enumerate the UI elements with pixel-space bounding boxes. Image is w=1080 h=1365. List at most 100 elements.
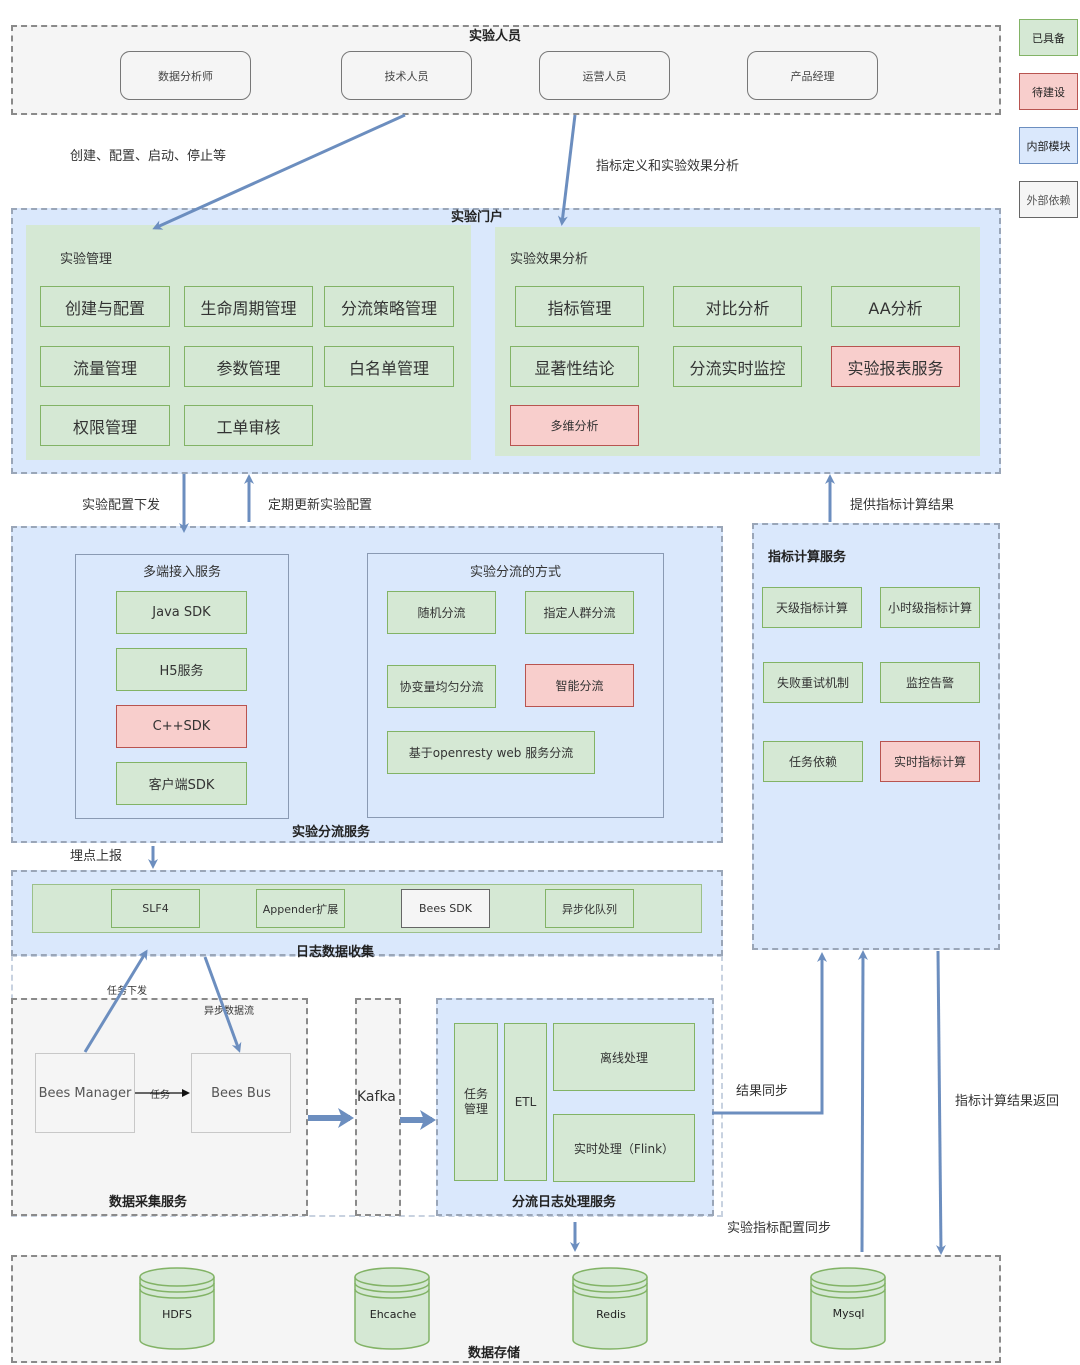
role-operations[interactable]: 运营人员 bbox=[539, 51, 670, 100]
item-label: H5服务 bbox=[159, 664, 204, 679]
item-label: 天级指标计算 bbox=[775, 601, 848, 615]
log-collection-title: 日志数据收集 bbox=[296, 945, 375, 960]
proc-offline[interactable]: 离线处理 bbox=[553, 1023, 695, 1091]
item-label: 指标管理 bbox=[547, 298, 612, 318]
analysis-metric-mgmt[interactable]: 指标管理 bbox=[515, 286, 644, 327]
method-targeted[interactable]: 指定人群分流 bbox=[525, 591, 634, 634]
mgmt-params[interactable]: 参数管理 bbox=[184, 346, 313, 387]
data-collection-title: 数据采集服务 bbox=[109, 1195, 188, 1210]
metric-daily[interactable]: 天级指标计算 bbox=[762, 587, 862, 628]
access-h5[interactable]: H5服务 bbox=[116, 648, 247, 691]
analysis-report-service[interactable]: 实验报表服务 bbox=[831, 346, 960, 387]
role-label: 技术人员 bbox=[384, 69, 429, 83]
method-covariate[interactable]: 协变量均匀分流 bbox=[387, 665, 496, 708]
item-label: 异步化队列 bbox=[562, 902, 617, 916]
analysis-realtime-monitor[interactable]: 分流实时监控 bbox=[673, 346, 802, 387]
method-smart[interactable]: 智能分流 bbox=[525, 664, 634, 707]
item-label: ETL bbox=[514, 1095, 537, 1109]
edge-label-result-sync: 结果同步 bbox=[736, 1084, 789, 1099]
item-label: Appender扩展 bbox=[262, 902, 339, 916]
role-engineer[interactable]: 技术人员 bbox=[341, 51, 472, 100]
role-label: 数据分析师 bbox=[158, 69, 213, 83]
edge-label-metric-result-return: 指标计算结果返回 bbox=[955, 1094, 1060, 1109]
access-title: 多端接入服务 bbox=[142, 565, 221, 580]
metric-realtime[interactable]: 实时指标计算 bbox=[880, 741, 980, 782]
analysis-multidim[interactable]: 多维分析 bbox=[510, 405, 639, 446]
role-label: 运营人员 bbox=[582, 69, 627, 83]
mgmt-traffic[interactable]: 流量管理 bbox=[40, 346, 170, 387]
storage-redis-label: Redis bbox=[596, 1308, 626, 1321]
item-label: 生命周期管理 bbox=[200, 298, 297, 318]
analysis-significance[interactable]: 显著性结论 bbox=[510, 346, 639, 387]
item-label: 离线处理 bbox=[599, 1050, 648, 1065]
item-label: 客户端SDK bbox=[148, 778, 215, 793]
legend-ready: 已具备 bbox=[1019, 19, 1078, 56]
item-label: Bees Manager bbox=[38, 1085, 132, 1101]
method-openresty[interactable]: 基于openresty web 服务分流 bbox=[387, 731, 595, 774]
item-label: 任务依赖 bbox=[788, 755, 837, 769]
mgmt-lifecycle[interactable]: 生命周期管理 bbox=[184, 286, 313, 327]
personnel-group: 实验人员 数据分析师 技术人员 运营人员 产品经理 bbox=[11, 25, 1001, 115]
item-label: 工单审核 bbox=[216, 417, 281, 437]
edge-label-metric-result: 提供指标计算结果 bbox=[850, 498, 955, 513]
metric-hourly[interactable]: 小时级指标计算 bbox=[880, 587, 980, 628]
item-label: 协变量均匀分流 bbox=[399, 680, 484, 694]
metric-alerting[interactable]: 监控告警 bbox=[880, 662, 980, 703]
item-label: 多维分析 bbox=[550, 419, 599, 433]
access-java-sdk[interactable]: Java SDK bbox=[116, 591, 247, 634]
methods-title: 实验分流的方式 bbox=[469, 565, 561, 580]
role-data-analyst[interactable]: 数据分析师 bbox=[120, 51, 251, 100]
log-bees-sdk[interactable]: Bees SDK bbox=[401, 889, 490, 928]
item-label: 参数管理 bbox=[216, 358, 281, 378]
item-label: 实时处理（Flink） bbox=[573, 1141, 675, 1156]
storage-ehcache-label: Ehcache bbox=[369, 1308, 417, 1321]
item-label: 对比分析 bbox=[705, 298, 770, 318]
mgmt-create-config[interactable]: 创建与配置 bbox=[40, 286, 170, 327]
item-label: 失败重试机制 bbox=[776, 676, 849, 690]
edge-label-task-dispatch: 任务下发 bbox=[107, 986, 147, 997]
metric-retry[interactable]: 失败重试机制 bbox=[763, 662, 863, 703]
method-random[interactable]: 随机分流 bbox=[387, 591, 496, 634]
item-label: SLF4 bbox=[142, 902, 169, 915]
legend-external-label: 外部依赖 bbox=[1026, 193, 1071, 207]
storage-hdfs-label: HDFS bbox=[162, 1308, 192, 1321]
access-client-sdk[interactable]: 客户端SDK bbox=[116, 762, 247, 805]
methods-panel: 实验分流的方式 bbox=[367, 553, 664, 818]
bees-bus[interactable]: Bees Bus bbox=[191, 1053, 291, 1133]
edge-label-create-config: 创建、配置、启动、停止等 bbox=[70, 149, 227, 164]
split-service-title: 实验分流服务 bbox=[292, 825, 371, 840]
mgmt-ticket-review[interactable]: 工单审核 bbox=[184, 405, 313, 446]
arrow-metric-def bbox=[557, 114, 577, 226]
log-appender[interactable]: Appender扩展 bbox=[256, 889, 345, 928]
item-label: 基于openresty web 服务分流 bbox=[408, 746, 574, 760]
personnel-title: 实验人员 bbox=[469, 29, 522, 44]
kafka-label: Kafka bbox=[357, 1089, 396, 1105]
edge-label-async-stream: 异步数据流 bbox=[204, 1006, 254, 1017]
metric-dependency[interactable]: 任务依赖 bbox=[763, 741, 863, 782]
proc-etl[interactable]: ETL bbox=[504, 1023, 547, 1181]
analysis-aa[interactable]: AA分析 bbox=[831, 286, 960, 327]
analysis-comparison[interactable]: 对比分析 bbox=[673, 286, 802, 327]
proc-task-mgmt[interactable]: 任务 管理 bbox=[454, 1023, 498, 1181]
management-title: 实验管理 bbox=[60, 252, 113, 267]
mgmt-permissions[interactable]: 权限管理 bbox=[40, 405, 170, 446]
log-async-queue[interactable]: 异步化队列 bbox=[545, 889, 634, 928]
item-label: Bees Bus bbox=[211, 1085, 271, 1101]
item-label: 小时级指标计算 bbox=[887, 601, 972, 615]
item-label: 创建与配置 bbox=[64, 298, 145, 318]
mgmt-split-strategy[interactable]: 分流策略管理 bbox=[324, 286, 454, 327]
item-label: 随机分流 bbox=[417, 606, 466, 620]
edge-label-config-push: 实验配置下发 bbox=[82, 498, 161, 513]
legend-internal: 内部模块 bbox=[1019, 127, 1078, 164]
access-cpp-sdk[interactable]: C++SDK bbox=[116, 705, 247, 748]
edge-label-task: 任务 bbox=[150, 1086, 170, 1101]
legend-planned: 待建设 bbox=[1019, 73, 1078, 110]
bees-manager[interactable]: Bees Manager bbox=[35, 1053, 135, 1133]
edge-label-config-update: 定期更新实验配置 bbox=[268, 498, 373, 513]
proc-realtime-flink[interactable]: 实时处理（Flink） bbox=[553, 1114, 695, 1182]
mgmt-whitelist[interactable]: 白名单管理 bbox=[324, 346, 454, 387]
legend-ready-label: 已具备 bbox=[1032, 31, 1065, 45]
role-product-manager[interactable]: 产品经理 bbox=[747, 51, 878, 100]
legend-external: 外部依赖 bbox=[1019, 181, 1078, 218]
log-slf4[interactable]: SLF4 bbox=[111, 889, 200, 928]
